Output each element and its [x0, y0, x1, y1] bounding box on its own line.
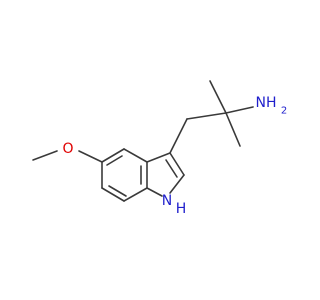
bond-c3-c2 — [169, 152, 185, 176]
bond-n1-c7a — [146, 187, 163, 197]
bond-cq-nh2 — [225, 106, 254, 114]
bond-c4-c5 — [101, 148, 125, 163]
bond-ch2-cq — [186, 112, 227, 120]
bond-c3-ch2 — [169, 118, 188, 154]
molecule-structure: O N H NH 2 — [32, 80, 287, 217]
bond-c3a-c4 — [123, 148, 148, 163]
bond-cq-methyl-top — [209, 80, 227, 114]
oxygen-label: O — [62, 141, 73, 157]
bond-c6-c7-double — [108, 185, 127, 197]
bond-c7-c7a — [123, 187, 148, 202]
bond-c3a-c3 — [146, 152, 171, 163]
bond-methyl-oxygen — [32, 150, 58, 161]
bond-oxygen-ring — [78, 150, 103, 163]
atom-labels: O N H NH 2 — [62, 95, 287, 217]
amine-subscript-label: 2 — [281, 106, 287, 117]
bond-c3-c2-double — [165, 159, 178, 178]
amine-nh-label: NH — [256, 95, 277, 111]
bond-c4-c5-double — [106, 155, 123, 166]
bond-c6-c7 — [101, 187, 125, 202]
bond-cq-methyl-bottom — [225, 112, 241, 147]
indole-nitrogen-label: N — [162, 193, 172, 209]
bonds — [32, 80, 254, 202]
bond-c2-n1 — [169, 174, 185, 194]
indole-hydrogen-label: H — [176, 201, 187, 217]
